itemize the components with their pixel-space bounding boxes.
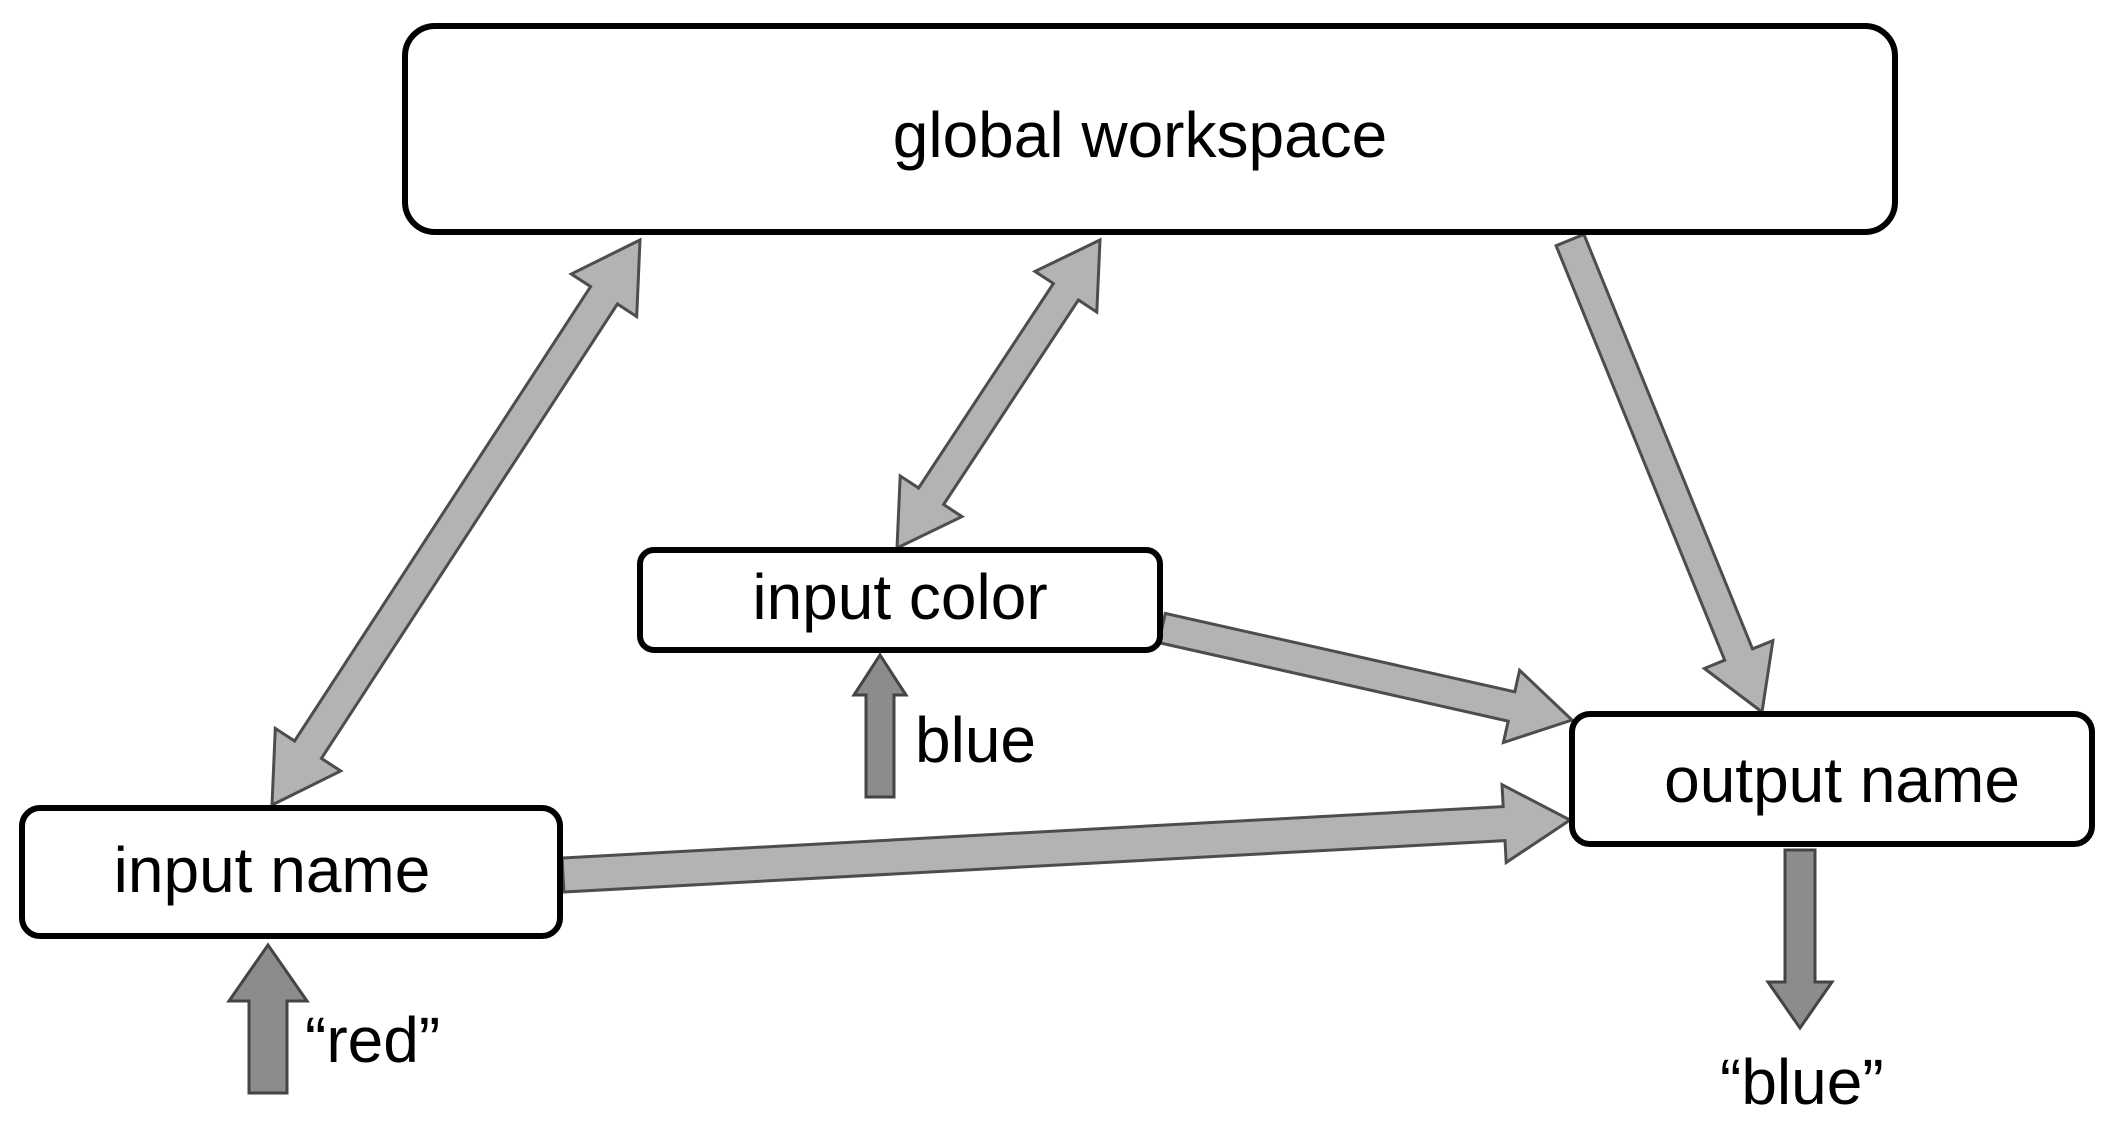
- arrow-input-color-output-name: [1156, 611, 1575, 745]
- color-input-label: blue: [915, 704, 1036, 776]
- input-color-label: input color: [752, 561, 1047, 633]
- connection-arrows: [270, 232, 1775, 894]
- node-input-color: input color: [637, 547, 1163, 653]
- io-arrows: [226, 652, 1835, 1095]
- output-name-box: [1569, 711, 2095, 847]
- name-input-label: “red”: [305, 1004, 440, 1076]
- arrow-workspace-input-name: [270, 237, 642, 808]
- node-input-name: input name: [19, 805, 563, 939]
- input-color-box: [637, 547, 1163, 653]
- arrow-input-name-output-name: [560, 782, 1573, 894]
- node-global-workspace: global workspace: [402, 23, 1898, 235]
- arrow-workspace-input-color: [895, 237, 1102, 551]
- arrow-name-output: [1765, 848, 1835, 1031]
- global-workspace-box: [402, 23, 1898, 235]
- arrow-color-input: [851, 652, 909, 799]
- node-output-name: output name: [1569, 711, 2095, 847]
- arrow-workspace-output-name: [1554, 232, 1775, 715]
- global-workspace-label: global workspace: [893, 99, 1388, 171]
- name-output-label: “blue”: [1720, 1046, 1884, 1118]
- input-name-label: input name: [114, 834, 431, 906]
- output-name-label: output name: [1664, 744, 2020, 816]
- input-name-box: [19, 805, 563, 939]
- arrow-name-input: [226, 942, 310, 1095]
